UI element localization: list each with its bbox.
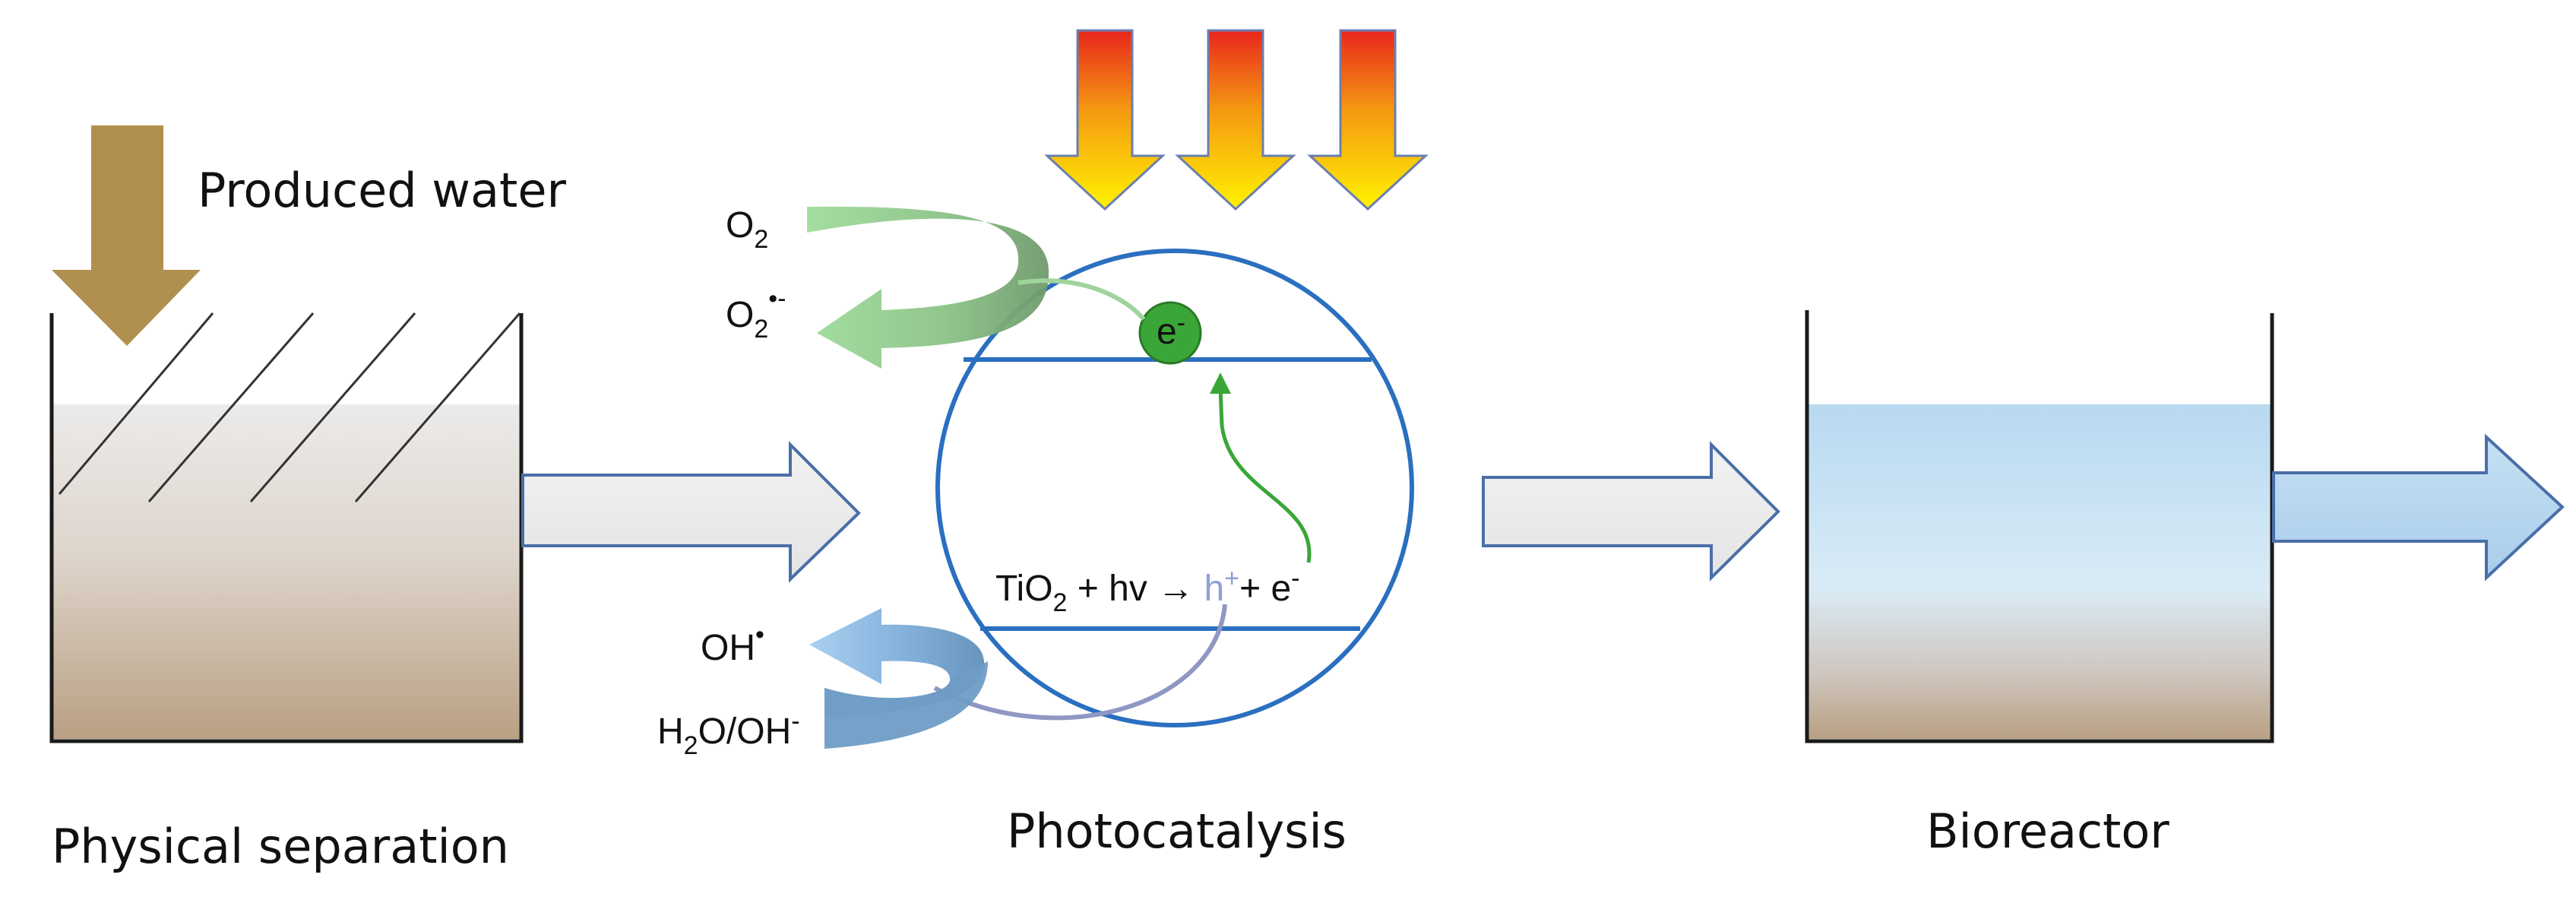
separation-tank [49,312,524,743]
bioreactor-water [1807,404,2272,739]
superoxide-label: O2•- [726,284,786,344]
bioreactor-label: Bioreactor [1926,803,2169,859]
bioreactor-tank [1805,310,2274,743]
hydroxyl-label: OH• [701,620,764,668]
hole-transfer-curve [933,604,1227,721]
electron-label: e- [1157,309,1185,352]
oxygen-label: O2 [726,205,768,254]
flow-arrow-photocatalysis-to-bioreactor [1482,441,1780,582]
reaction-equation: TiO2 + hv → h++ e- [995,564,1300,617]
water-label: H2O/OH- [657,707,800,760]
electron-circle [1138,301,1202,365]
catalyst-circle [935,249,1414,727]
hydroxyl-arrow-body [824,661,988,749]
oxygen-reduction-arrow [807,206,1049,369]
excitation-arrow [1218,387,1312,563]
settling-plates [58,312,521,502]
light-arrow-1 [1044,29,1166,211]
flow-arrow-separation-to-photocatalysis [521,441,861,583]
light-arrow-3 [1307,29,1429,211]
physical-separation-label: Physical separation [52,819,509,874]
photocatalysis-label: Photocatalysis [1007,803,1347,859]
light-arrow-2 [1175,29,1296,211]
produced-water-arrow [52,125,201,346]
excitation-arrow-head [1210,372,1231,394]
electron-to-oxygen-curve [1017,278,1146,321]
photocatalyst-particle: e- TiO2 + hv → h++ e- [933,249,1414,727]
separation-tank-water [52,404,521,739]
light-arrows [1044,29,1429,211]
produced-water-label: Produced water [198,163,566,218]
effluent-arrow [2272,433,2565,582]
